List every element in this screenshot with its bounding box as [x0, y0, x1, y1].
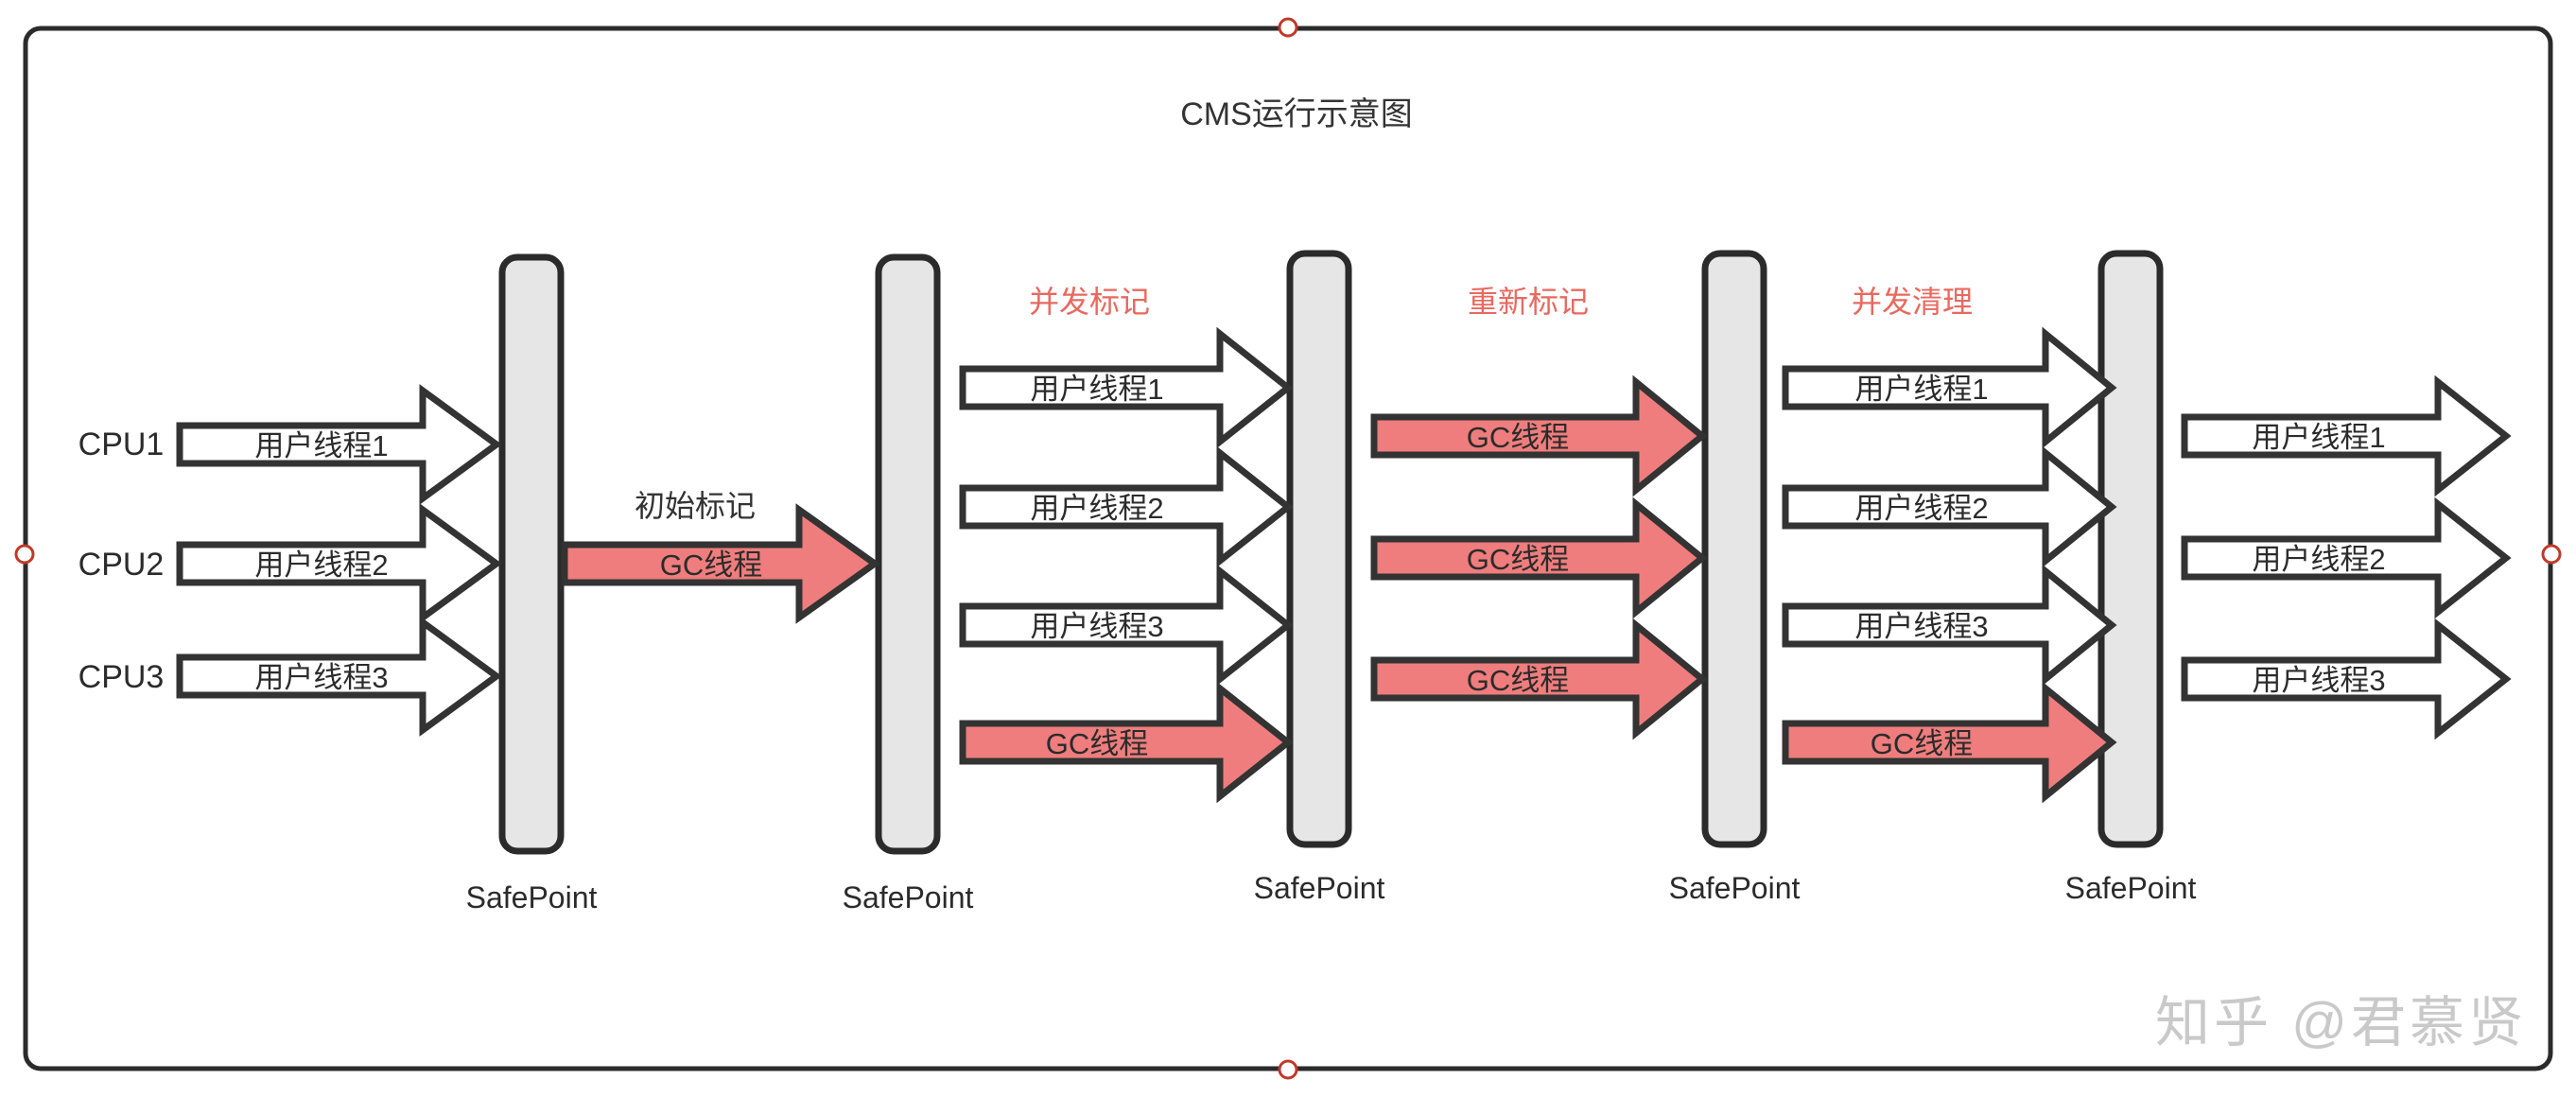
section-resume: 用户线程1 用户线程2 用户线程3: [2181, 374, 2512, 740]
concurrent-sweep-arrow-user-3[interactable]: [1782, 564, 2117, 687]
concurrent-sweep-label-2: 用户线程2: [1854, 492, 1988, 525]
selection-handle-bottom[interactable]: [1278, 1059, 1298, 1080]
selection-handle-left[interactable]: [14, 544, 35, 565]
concurrent-mark-label-2: 用户线程2: [1030, 492, 1163, 525]
start-arrow-user-3[interactable]: [176, 616, 502, 737]
safepoint-bar-2[interactable]: [875, 253, 941, 855]
resume-label-3: 用户线程3: [2252, 664, 2385, 697]
page-title: CMS运行示意图: [1180, 96, 1413, 132]
resume-label-1: 用户线程1: [2252, 421, 2385, 454]
resume-arrow-user-3[interactable]: [2181, 618, 2512, 740]
safepoint-bar-4[interactable]: [1701, 250, 1767, 848]
initial-mark-arrow-label-1: GC线程: [660, 548, 763, 582]
section-concurrent-mark: 并发标记 用户线程1 用户线程2 用户线程3 GC线程: [959, 285, 1294, 804]
safepoint-bar-5[interactable]: [2097, 250, 2164, 848]
safepoint-label-1: SafePoint: [466, 880, 598, 914]
remark-label-2: GC线程: [1467, 543, 1570, 576]
cpu-label-1: CPU1: [78, 427, 165, 462]
safepoint-label-4: SafePoint: [1669, 871, 1801, 905]
concurrent-mark-label-1: 用户线程1: [1030, 373, 1163, 406]
concurrent-sweep-label-3: 用户线程3: [1854, 610, 1988, 643]
concurrent-sweep-label-4: GC线程: [1871, 727, 1974, 760]
safepoint-group: [498, 250, 2164, 855]
section-initial-mark: 初始标记 GC线程: [561, 489, 881, 624]
section-start: CPU1 CPU2 CPU3 用户线程1 用户线程2 用户线程3: [78, 384, 502, 737]
concurrent-mark-arrow-gc-1[interactable]: [959, 681, 1294, 804]
selection-handle-right[interactable]: [2541, 544, 2562, 565]
concurrent-sweep-label-1: 用户线程1: [1854, 373, 1988, 406]
resume-arrow-user-1[interactable]: [2181, 374, 2512, 497]
concurrent-mark-label-4: GC线程: [1046, 727, 1149, 760]
selection-handle-top[interactable]: [1278, 17, 1298, 38]
remark-arrow-gc-3[interactable]: [1370, 618, 1708, 740]
phase-label-concurrent-mark: 并发标记: [1029, 285, 1150, 319]
safepoint-label-2: SafePoint: [843, 880, 974, 914]
start-arrow-label-3: 用户线程3: [254, 661, 388, 694]
watermark: 知乎 @君慕贤: [2155, 992, 2527, 1053]
concurrent-sweep-arrow-gc-1[interactable]: [1782, 681, 2117, 804]
phase-label-concurrent-sweep: 并发清理: [1852, 285, 1973, 319]
cpu-label-3: CPU3: [78, 659, 165, 695]
remark-arrow-gc-1[interactable]: [1370, 374, 1708, 497]
phase-label-initial-mark: 初始标记: [635, 489, 756, 523]
resume-arrow-user-2[interactable]: [2181, 496, 2512, 619]
section-concurrent-sweep: 并发清理 用户线程1 用户线程2 用户线程3 GC线程: [1782, 285, 2117, 804]
remark-label-3: GC线程: [1467, 664, 1570, 697]
phase-label-remark: 重新标记: [1468, 285, 1589, 319]
concurrent-sweep-arrow-user-2[interactable]: [1782, 445, 2117, 568]
concurrent-mark-arrow-user-3[interactable]: [959, 564, 1294, 687]
concurrent-mark-arrow-user-2[interactable]: [959, 445, 1294, 568]
resume-label-2: 用户线程2: [2252, 543, 2385, 576]
cpu-label-2: CPU2: [78, 547, 165, 583]
start-arrow-label-1: 用户线程1: [254, 429, 388, 462]
start-arrow-label-2: 用户线程2: [254, 548, 388, 582]
safepoint-label-5: SafePoint: [2065, 871, 2197, 905]
safepoint-label-3: SafePoint: [1254, 871, 1385, 905]
remark-label-1: GC线程: [1467, 421, 1570, 454]
concurrent-mark-arrow-user-1[interactable]: [959, 326, 1294, 449]
section-remark: 重新标记 GC线程 GC线程 GC线程: [1370, 285, 1708, 740]
safepoint-bar-1[interactable]: [498, 253, 565, 855]
safepoint-bar-3[interactable]: [1286, 250, 1352, 848]
start-arrow-user-2[interactable]: [176, 503, 502, 624]
concurrent-sweep-arrow-user-1[interactable]: [1782, 326, 2117, 449]
remark-arrow-gc-2[interactable]: [1370, 496, 1708, 619]
start-arrow-user-1[interactable]: [176, 384, 502, 505]
concurrent-mark-label-3: 用户线程3: [1030, 610, 1163, 643]
initial-mark-arrow-gc-1[interactable]: [561, 503, 881, 624]
